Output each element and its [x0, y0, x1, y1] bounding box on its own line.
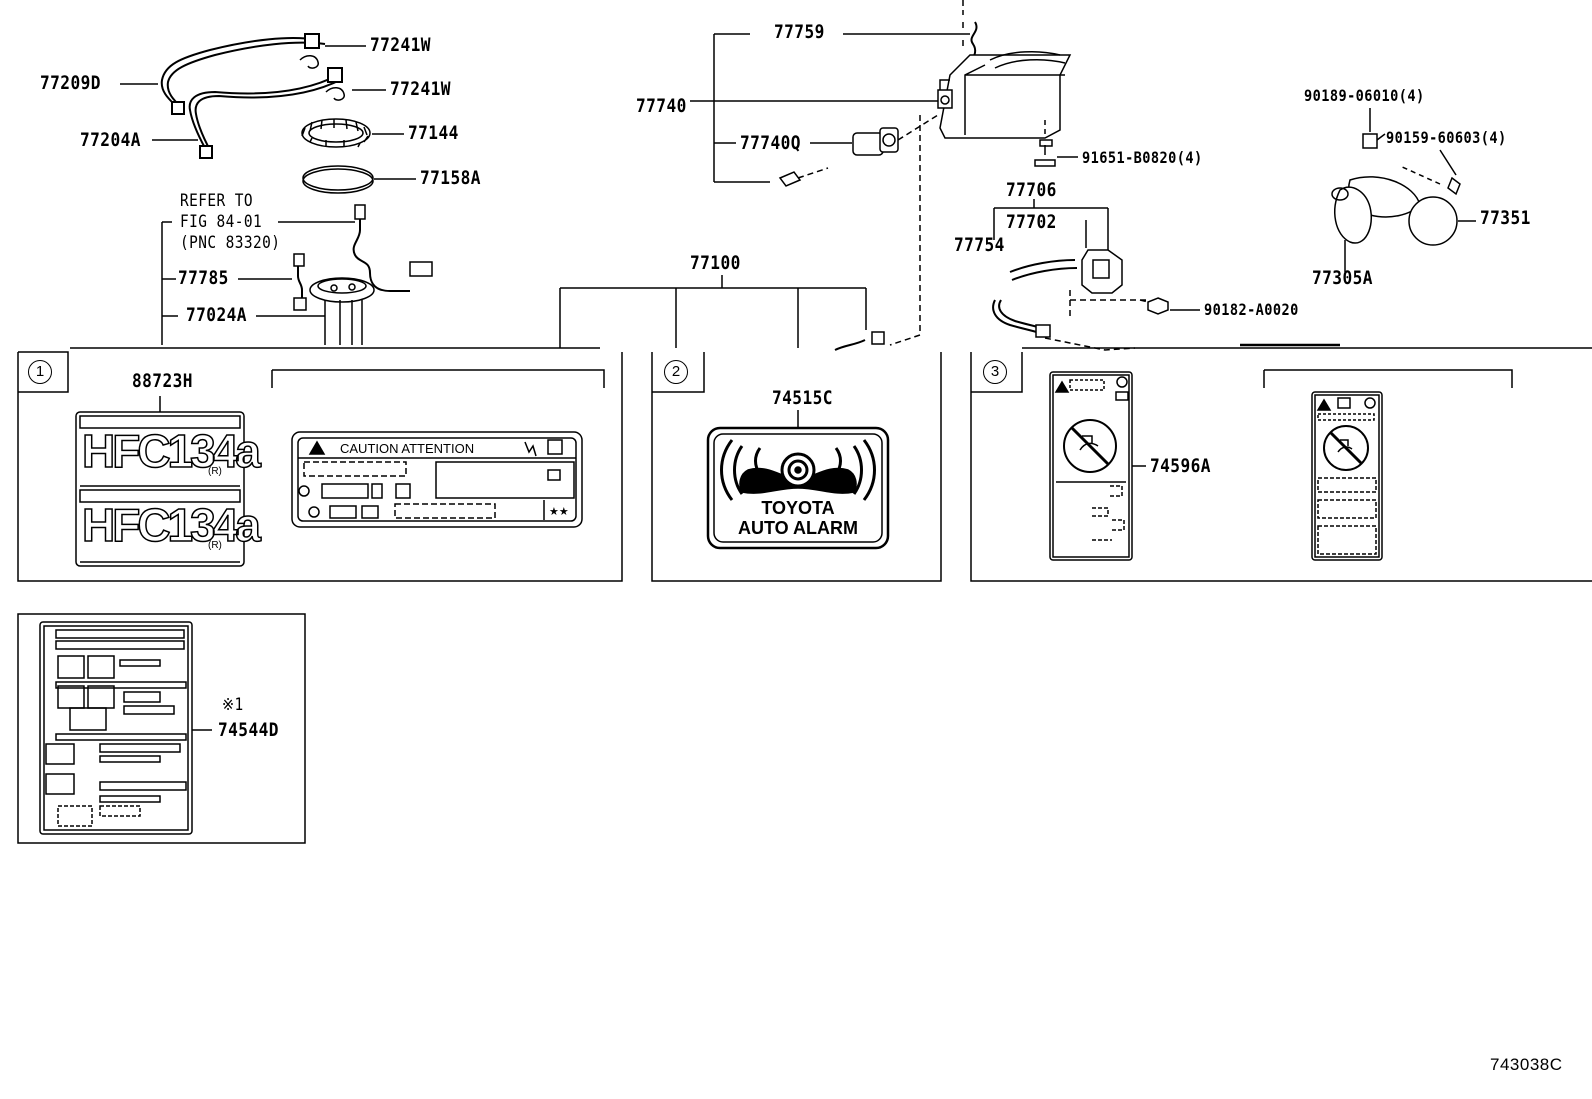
- refer-line-3: (PNC 83320): [180, 233, 281, 253]
- note-mark-1: ※1: [222, 695, 244, 715]
- panel-number-3: 3: [983, 360, 1007, 384]
- part-label-77702: 77702: [1006, 211, 1057, 233]
- part-label-77241w-lower: 77241W: [390, 78, 451, 100]
- part-label-74515c: 74515C: [772, 387, 833, 409]
- fuel-filler-opening: [1331, 176, 1421, 244]
- panel-number-2: 2: [664, 360, 688, 384]
- caution-attention-label: [291, 431, 583, 528]
- part-label-77740q: 77740Q: [740, 132, 801, 154]
- panel-number-1: 1: [28, 360, 52, 384]
- hfc134a-text-top: HFC134a: [81, 425, 261, 477]
- part-label-77100: 77100: [690, 252, 741, 274]
- airbag-caution-label-right: [1311, 391, 1383, 561]
- charcoal-canister: [937, 50, 1072, 139]
- refer-line-1: REFER TO: [180, 191, 254, 211]
- refer-line-2: FIG 84-01: [180, 212, 263, 232]
- alarm-text-line-2: AUTO ALARM: [738, 518, 858, 538]
- part-label-77351: 77351: [1480, 207, 1531, 229]
- part-label-77144: 77144: [408, 122, 459, 144]
- part-label-77706: 77706: [1006, 179, 1057, 201]
- warning-label-74544d: [39, 621, 193, 835]
- figure-code: 743038C: [1490, 1055, 1563, 1074]
- part-label-88723h: 88723H: [132, 370, 193, 392]
- hfc134a-sub-top: (R): [208, 466, 222, 477]
- fuel-tube-assembly: [160, 33, 343, 159]
- part-label-77740: 77740: [636, 95, 687, 117]
- caution-attention-text: CAUTION ATTENTION: [340, 441, 475, 456]
- airbag-caution-label-left: [1049, 371, 1133, 561]
- part-label-77759: 77759: [774, 21, 825, 43]
- part-label-77209d: 77209D: [40, 72, 101, 94]
- part-label-77241w-upper: 77241W: [370, 34, 431, 56]
- vsv-purge: [1081, 249, 1123, 294]
- vsv-valve: [852, 127, 899, 156]
- part-label-74544d: 74544D: [218, 719, 279, 741]
- retainer-ring: [301, 118, 371, 148]
- part-label-77785: 77785: [178, 267, 229, 289]
- part-label-90159-60603: 90159-60603(4): [1386, 128, 1507, 147]
- part-label-77158a: 77158A: [420, 167, 481, 189]
- part-label-77754: 77754: [954, 234, 1005, 256]
- hfc134a-text-bottom: HFC134a: [81, 499, 261, 551]
- caution-stars: ★★: [549, 506, 569, 518]
- part-label-77305a: 77305A: [1312, 267, 1373, 289]
- part-label-90182-a0020: 90182-A0020: [1204, 300, 1299, 319]
- part-label-74596a: 74596A: [1150, 455, 1211, 477]
- alarm-text-line-1: TOYOTA: [761, 498, 835, 518]
- part-label-90189-06010: 90189-06010(4): [1304, 86, 1425, 105]
- part-label-91651-b0820: 91651-B0820(4): [1082, 148, 1203, 167]
- hfc134a-sub-bottom: (R): [208, 540, 222, 551]
- part-label-77204a: 77204A: [80, 129, 141, 151]
- part-label-77024a: 77024A: [186, 304, 247, 326]
